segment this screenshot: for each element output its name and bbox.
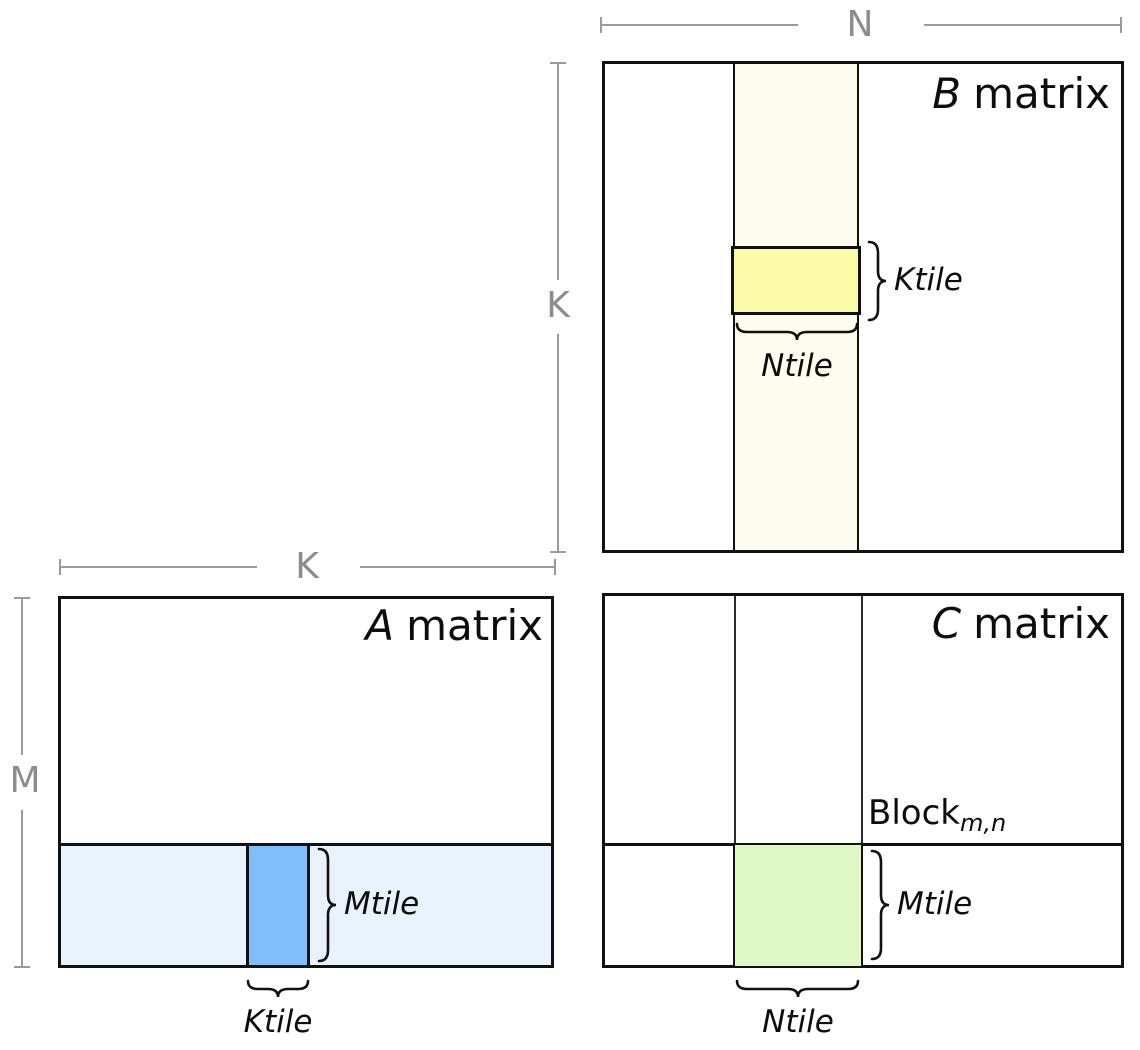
ktile-brace-icon — [867, 240, 887, 322]
mtile-brace-icon — [870, 849, 890, 961]
c-block-base: Block — [868, 793, 960, 833]
a-matrix-word: matrix — [406, 601, 543, 650]
n-dim-label: N — [846, 4, 874, 45]
k-dim-a-label: K — [295, 546, 319, 587]
ktile-underbrace-icon — [246, 979, 310, 998]
ntile-underbrace-icon — [735, 322, 859, 341]
c-matrix-word: matrix — [973, 599, 1110, 648]
b-matrix-word: matrix — [973, 69, 1110, 118]
k-dim-a-line-right — [360, 566, 556, 568]
a-mtile-label: Mtile — [344, 886, 420, 922]
c-matrix-block-tile — [733, 843, 863, 968]
c-matrix-grid-line-horizontal — [605, 843, 1121, 846]
c-block-label: Blockm,n — [868, 793, 1006, 837]
k-dim-b-tick-bottom — [550, 551, 566, 553]
c-matrix-grid-line-left — [734, 596, 736, 965]
mtile-brace-icon — [317, 847, 337, 963]
m-dim-line-top — [21, 597, 23, 755]
b-ktile-label: Ktile — [894, 262, 963, 298]
b-matrix-ktile-ntile-tile — [731, 246, 861, 315]
a-matrix-letter: A — [365, 601, 395, 650]
a-matrix-mtile-ktile-tile — [246, 843, 310, 968]
c-block-subscript: m,n — [959, 809, 1007, 837]
n-dim-line-left — [600, 24, 798, 26]
a-ktile-label: Ktile — [243, 1004, 313, 1040]
m-dim-line-bottom — [21, 810, 23, 968]
b-ntile-label: Ntile — [761, 348, 833, 384]
c-matrix-grid-line-right — [861, 596, 863, 965]
k-dim-b-label: K — [546, 285, 570, 326]
m-dim-label: M — [9, 760, 41, 801]
c-matrix-box — [602, 593, 1124, 968]
n-dim-line-right — [924, 24, 1122, 26]
ntile-underbrace-icon — [735, 979, 860, 998]
n-dim-tick-right — [1120, 17, 1122, 33]
k-dim-b-line-top — [557, 62, 559, 280]
b-matrix-box — [602, 61, 1124, 553]
c-ntile-label: Ntile — [762, 1004, 834, 1040]
k-dim-a-tick-right — [554, 559, 556, 575]
b-matrix-letter: B — [932, 69, 962, 118]
k-dim-a-line-left — [59, 566, 257, 568]
c-matrix-letter: C — [931, 599, 962, 648]
m-dim-tick-bottom — [14, 966, 30, 968]
c-mtile-label: Mtile — [897, 886, 973, 922]
k-dim-b-line-bottom — [557, 334, 559, 552]
